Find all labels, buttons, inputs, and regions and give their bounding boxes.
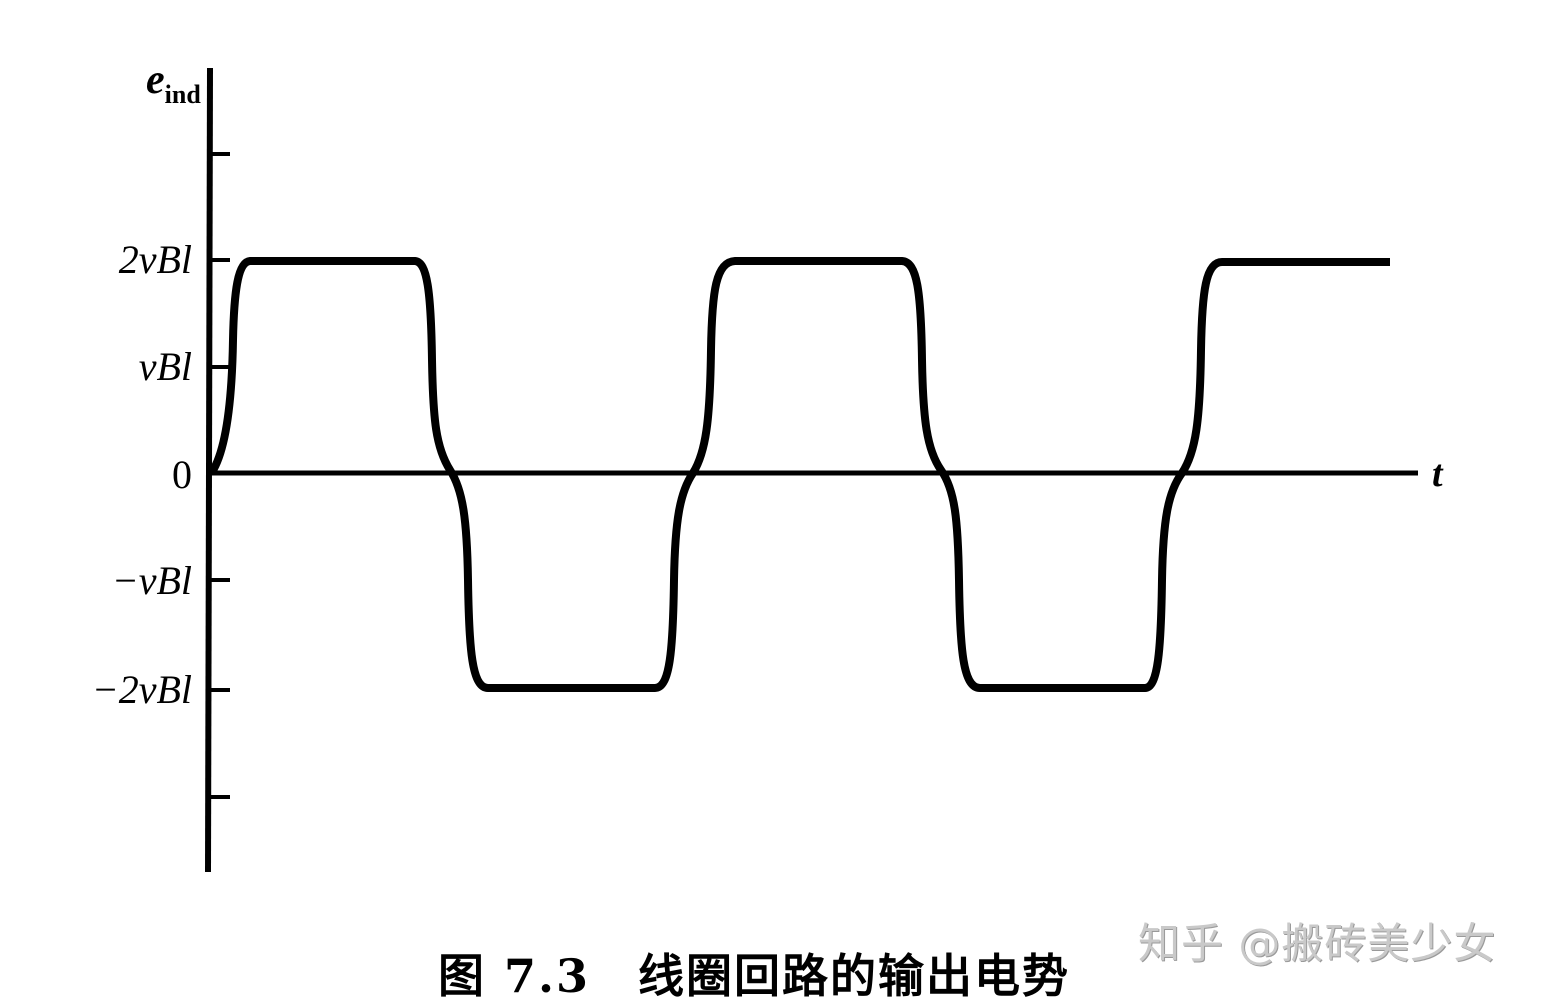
watermark: 知乎 @搬砖美少女 bbox=[1138, 919, 1497, 968]
y-tick-label-2vbl: 2vBl bbox=[118, 237, 192, 282]
y-tick-label-zero: 0 bbox=[172, 452, 192, 497]
y-tick-label-vbl: vBl bbox=[138, 344, 192, 389]
y-tick-label-neg-2vbl: −2vBl bbox=[91, 667, 192, 712]
waveform-line bbox=[208, 257, 1390, 692]
figure-caption: 图 7.3 线圈回路的输出电势 bbox=[438, 949, 1071, 1003]
y-axis-label-subscript: ind bbox=[164, 80, 201, 109]
y-axis-label-main: e bbox=[146, 57, 165, 103]
y-axis-label: eind bbox=[146, 56, 201, 110]
y-ticks bbox=[210, 152, 230, 799]
x-axis-label: t bbox=[1432, 453, 1443, 495]
y-tick-label-neg-vbl: −vBl bbox=[111, 558, 192, 603]
